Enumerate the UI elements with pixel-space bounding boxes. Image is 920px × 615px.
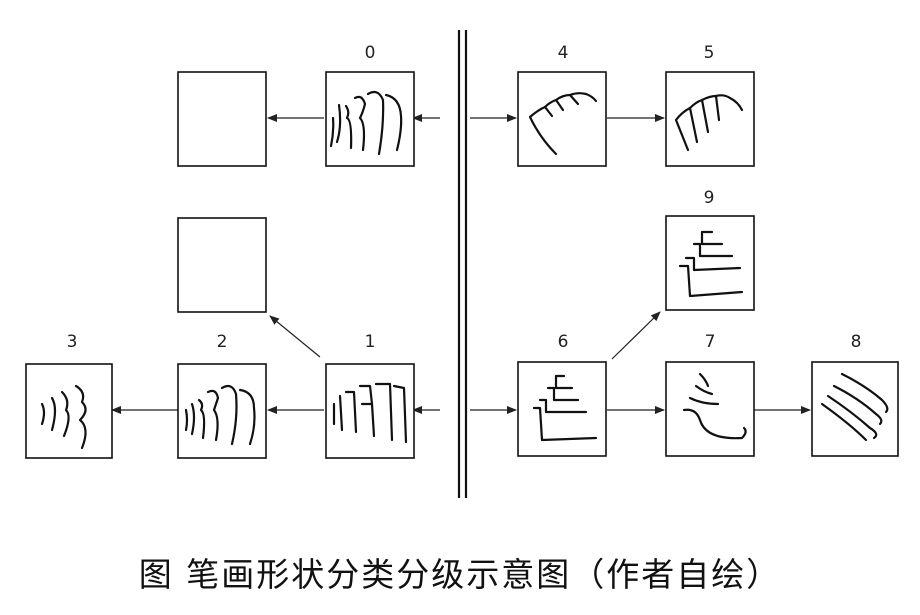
edge-1-to-blank-mid [269, 315, 321, 358]
node-box [177, 217, 267, 313]
stroke-glyph-6 [532, 374, 598, 442]
node-6: 6 [517, 332, 607, 457]
stroke-glyph-3 [40, 384, 87, 450]
node-box [665, 71, 755, 167]
node-label: 9 [704, 188, 715, 208]
node-box [517, 71, 607, 167]
stroke-classification-diagram: 0 4 5 [25, 30, 899, 498]
node-blank-top [177, 71, 267, 167]
node-box [177, 71, 267, 167]
node-5: 5 [665, 43, 755, 167]
node-3: 3 [25, 332, 113, 459]
node-8: 8 [811, 332, 899, 457]
node-label: 7 [705, 332, 716, 352]
stroke-glyph-1 [332, 382, 408, 444]
node-blank-mid [177, 217, 267, 313]
node-box [25, 363, 113, 459]
stroke-glyph-9 [678, 230, 744, 298]
figure-caption: 图 笔画形状分类分级示意图（作者自绘） [138, 555, 782, 594]
node-label: 4 [558, 43, 569, 63]
node-label: 1 [365, 332, 376, 352]
node-box [665, 361, 755, 457]
edge-6-to-9 [611, 311, 661, 360]
node-label: 5 [704, 43, 715, 63]
edges [111, 114, 811, 414]
stroke-glyph-5 [674, 94, 744, 152]
node-label: 6 [558, 332, 569, 352]
node-2: 2 [177, 332, 267, 459]
node-label: 8 [851, 332, 862, 352]
node-7: 7 [665, 332, 755, 457]
node-4: 4 [517, 43, 607, 167]
stroke-glyph-0 [329, 90, 403, 156]
stroke-glyph-2 [184, 384, 256, 446]
node-9: 9 [665, 188, 755, 311]
node-box [517, 361, 607, 457]
node-0: 0 [325, 43, 415, 167]
stroke-glyph-4 [528, 92, 598, 156]
stroke-glyph-7 [682, 372, 747, 440]
node-box [811, 361, 899, 457]
node-box [665, 215, 755, 311]
node-label: 3 [67, 332, 78, 352]
node-1: 1 [325, 332, 415, 459]
node-box [325, 363, 415, 459]
stroke-glyph-8 [820, 372, 889, 442]
node-label: 0 [365, 43, 376, 63]
node-box [177, 363, 267, 459]
node-label: 2 [217, 332, 228, 352]
